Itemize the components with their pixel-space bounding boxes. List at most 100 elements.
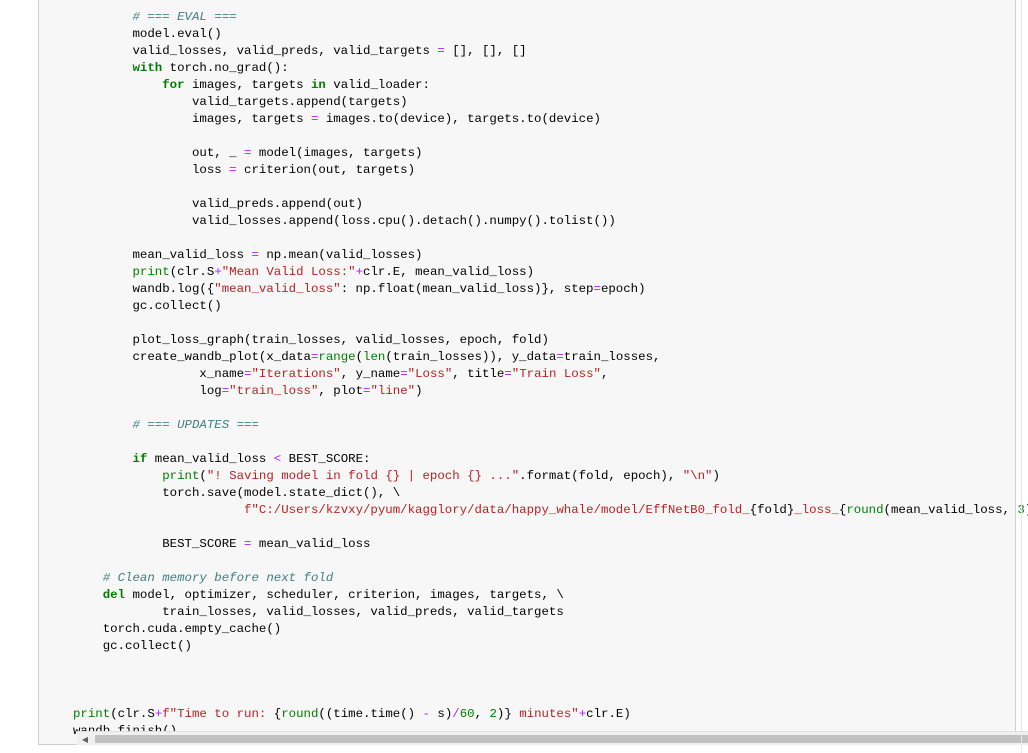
code-line [73,400,1028,417]
code-token: images, targets [73,112,311,126]
code-token: ( [199,469,207,483]
code-token: with [132,61,163,75]
code-token: "Mean Valid Loss:" [221,265,356,279]
code-token [73,61,133,75]
code-token [73,588,103,602]
code-token: valid_targets.append(targets) [73,95,408,109]
scroll-thumb[interactable] [95,735,1028,743]
code-line: mean_valid_loss = np.mean(valid_losses) [73,247,1028,264]
code-token: epoch) [600,282,646,296]
code-token: for [162,78,185,92]
code-line [73,655,1028,672]
code-token: - [422,707,430,721]
code-token: "line" [370,384,416,398]
code-token: valid_losses.append(loss.cpu().detach().… [73,214,616,228]
code-token: valid_preds.append(out) [73,197,363,211]
code-token: 60 [459,707,475,721]
code-token: = [229,163,237,177]
code-token: ) [712,469,720,483]
code-line: torch.cuda.empty_cache() [73,621,1028,638]
code-token: = [400,367,408,381]
code-token: "Loss" [407,367,453,381]
code-line: print(clr.S+"Mean Valid Loss:"+clr.E, me… [73,264,1028,281]
code-token [73,10,133,24]
code-token: torch.cuda.empty_cache() [73,622,282,636]
code-token: torch.save(model.state_dict(), \ [73,486,401,500]
code-cell[interactable]: # === EVAL === model.eval() valid_losses… [38,0,1028,745]
code-token: / [452,707,460,721]
code-token: mean_valid_loss [251,537,371,551]
code-token [73,571,103,585]
code-line: wandb.log({"mean_valid_loss": np.float(m… [73,281,1028,298]
code-token: gc.collect() [73,299,222,313]
code-token: model(images, targets) [251,146,423,160]
code-line: with torch.no_grad(): [73,60,1028,77]
code-token: f"Time to run: [162,707,274,721]
code-token: = [310,112,319,126]
code-token: "Train Loss" [511,367,601,381]
code-token: + [355,265,364,279]
code-token: # Clean memory before next fold [102,571,334,585]
code-line: torch.save(model.state_dict(), \ [73,485,1028,502]
code-token: out, _ [73,146,245,160]
code-token: = [244,537,252,551]
code-token: ) [415,384,423,398]
code-line: gc.collect() [73,638,1028,655]
code-token: criterion(out, targets) [236,163,416,177]
code-token: clr.E, mean_valid_loss) [363,265,535,279]
code-token: = [593,282,601,296]
code-token: # === EVAL === [132,10,237,24]
code-line [73,128,1028,145]
code-token: = [244,146,252,160]
code-token: = [221,384,230,398]
code-token: _loss_ [794,503,839,517]
code-line: log="train_loss", plot="line") [73,383,1028,400]
code-line: for images, targets in valid_loader: [73,77,1028,94]
window-edge-divider [1021,0,1022,753]
code-token: print [132,265,170,279]
code-line: loss = criterion(out, targets) [73,162,1028,179]
code-token: (mean_valid_loss, [883,503,1018,517]
code-token: , [601,367,609,381]
code-token: = [504,367,512,381]
code-token [73,418,133,432]
code-token: model, optimizer, scheduler, criterion, … [125,588,564,602]
code-token: = [437,44,445,58]
code-token: BEST_SCORE: [281,452,371,466]
code-line: BEST_SCORE = mean_valid_loss [73,536,1028,553]
code-token: round [281,707,319,721]
code-token: ((time.time() [318,707,423,721]
code-line: valid_preds.append(out) [73,196,1028,213]
code-line: x_name="Iterations", y_name="Loss", titl… [73,366,1028,383]
code-token: in [310,78,326,92]
code-token: len [363,350,386,364]
code-token: 2 [489,707,497,721]
code-token [73,78,162,92]
code-token: del [102,588,126,602]
code-token: images, targets [184,78,311,92]
code-token: { [838,503,847,517]
code-line [73,434,1028,451]
code-line: images, targets = images.to(device), tar… [73,111,1028,128]
code-token [73,503,244,517]
code-line [73,230,1028,247]
code-token: = [251,248,259,262]
code-token: images.to(device), targets.to(device) [318,112,601,126]
code-token: loss [73,163,230,177]
code-editor[interactable]: # === EVAL === model.eval() valid_losses… [73,9,1028,740]
code-token: print [162,469,200,483]
code-token: model.eval() [73,27,222,41]
code-line: valid_targets.append(targets) [73,94,1028,111]
code-token: mean_valid_loss [147,452,274,466]
code-token: np.mean(valid_losses) [258,248,423,262]
code-token: train_losses, valid_losses, valid_preds,… [73,605,564,619]
horizontal-scrollbar[interactable]: ◀ ▶ [77,731,1028,745]
code-token: s) [429,707,453,721]
scroll-left-icon[interactable]: ◀ [81,734,89,744]
code-line: out, _ = model(images, targets) [73,145,1028,162]
code-token: gc.collect() [73,639,192,653]
code-token: minutes" [511,707,579,721]
code-line: # Clean memory before next fold [73,570,1028,587]
code-line: plot_loss_graph(train_losses, valid_loss… [73,332,1028,349]
code-token: + [154,707,163,721]
